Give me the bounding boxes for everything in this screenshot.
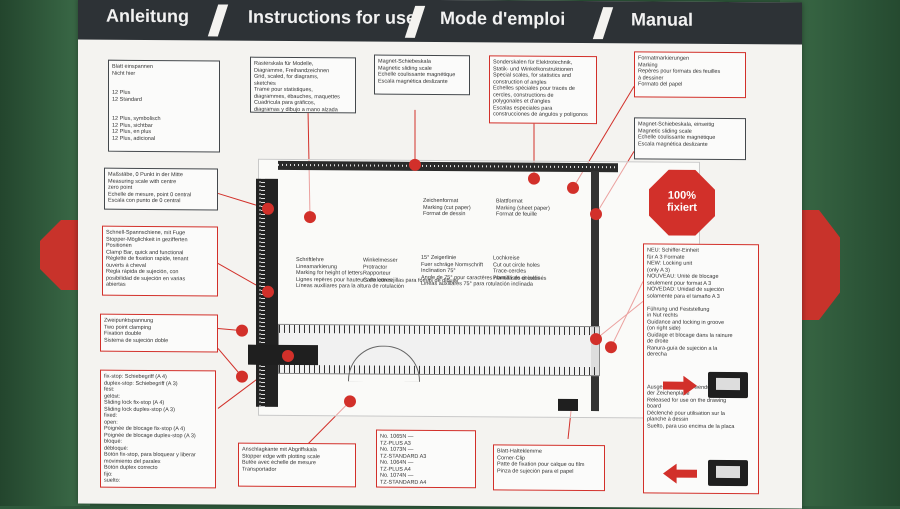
board-label-format: Zeichenformat Marking (cut paper) Format… [423, 197, 471, 218]
marker-dot [567, 181, 579, 194]
callout-line: Pinza de sujeción para el papel [497, 467, 574, 475]
header-title-en: Instructions for use [248, 6, 417, 28]
callout-special-scales: Sonderskalen für Elektrotechnik,Statik- … [489, 55, 597, 125]
header-divider [207, 4, 229, 37]
callout-sliding-lock: fix-stop: Schiebegriff (A 4)duplex-stop:… [100, 369, 216, 489]
corner-clip [558, 398, 578, 411]
callout-line: Escala magnética deslizante [638, 140, 708, 148]
callout-line: Formato del papel [638, 81, 683, 88]
locking-unit-icon [708, 371, 748, 399]
header-title-de: Anleitung [106, 5, 189, 27]
callout-line: Sistema de sujeción doble [104, 337, 169, 344]
marker-dot [344, 395, 356, 408]
marker-dot [590, 333, 602, 346]
callout-line: Escala magnética deslizante [378, 78, 448, 85]
instruction-sheet: Anleitung Instructions for use Mode d'em… [78, 0, 802, 509]
header-bar: Anleitung Instructions for use Mode d'em… [78, 0, 802, 45]
callout-line: construcciones de ángulos y polígonos [493, 111, 588, 119]
callout-line: Transportador [242, 466, 277, 473]
callout-line: diagramas y dibujo a mano alzada [254, 106, 338, 113]
marker-dot [605, 341, 617, 354]
callout-line: 12 Plus, adicional [112, 135, 156, 142]
marker-dot [262, 202, 274, 215]
marker-dot [590, 208, 602, 221]
marker-dot [236, 370, 248, 383]
marker-dot [236, 324, 248, 337]
header-title-fr: Mode d'emploi [440, 8, 566, 29]
header-title-es: Manual [631, 9, 694, 30]
callout-line: suelto: [104, 477, 121, 484]
marker-dot [409, 158, 421, 171]
marker-dot [262, 285, 274, 298]
parallel-ruler [278, 323, 600, 377]
callout-grid-scale: Rasterskala für Modelle,Diagramme, Freih… [250, 56, 356, 114]
callout-line: Échelle coulissante magnétique [378, 71, 456, 79]
callout-line: abiertas [106, 281, 126, 288]
badge-word: fixiert [667, 201, 697, 214]
header-divider [592, 7, 614, 40]
released-unit-icon [708, 459, 748, 487]
marker-dot [282, 349, 294, 362]
marker-dot [304, 211, 316, 224]
callout-line: TZ-STANDARD A4 [380, 479, 427, 486]
callout-line: Escala con punto de 0 central [108, 197, 181, 205]
callout-line: Suelto, para uso encima de la placa [647, 422, 735, 430]
board-label-sheet: Blattformat Marking (sheet paper) Format… [496, 198, 550, 218]
board-label-circles: Lochkreise Cut out circle holes Trace-ce… [493, 255, 541, 282]
marker-dot [528, 172, 540, 185]
badge-percent: 100% [667, 189, 697, 202]
